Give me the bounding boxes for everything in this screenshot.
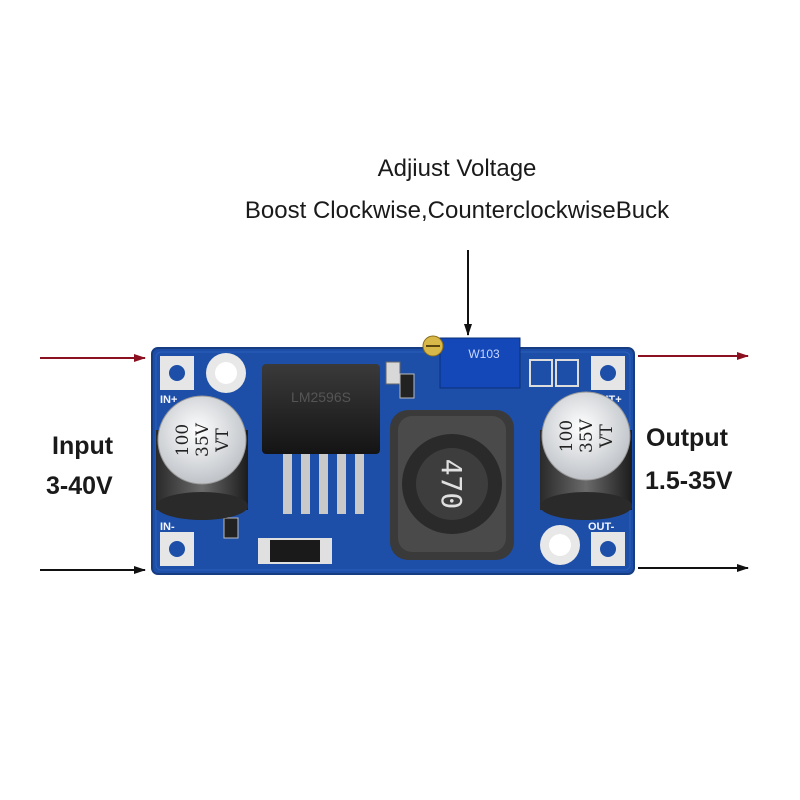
input-voltage-range: 3-40V (46, 472, 113, 500)
smd-component (555, 359, 579, 387)
cap-voltage: 35V (193, 422, 213, 457)
smd-component (529, 359, 553, 387)
adjust-voltage-title: Adjiust Voltage (377, 155, 537, 182)
cap-voltage: 35V (577, 418, 597, 453)
smd-component (385, 361, 401, 385)
cap-series: VT (597, 424, 617, 449)
adjust-direction-caption: Boost Clockwise,CounterclockwiseBuck (244, 197, 670, 224)
regulator-chip: LM2596S (262, 364, 380, 514)
smd-component (223, 517, 239, 539)
cap-value: 100 (173, 424, 193, 456)
mounting-hole (206, 353, 246, 393)
pot-marking: W103 (468, 347, 500, 361)
silk-out-minus: OUT- (588, 521, 615, 533)
pcb-board: IN+ IN- OUT+ OUT- LM2596S (151, 335, 635, 575)
mounting-hole (591, 356, 625, 390)
silk-in-minus: IN- (160, 521, 175, 533)
mounting-hole (591, 532, 625, 566)
mounting-hole (540, 525, 580, 565)
output-label: Output (646, 424, 728, 452)
input-capacitor: 100 35V VT (156, 395, 248, 520)
cap-series: VT (213, 428, 233, 453)
silk-in-plus: IN+ (160, 394, 177, 406)
input-label: Input (52, 432, 114, 460)
mounting-hole (160, 356, 194, 390)
cap-value: 100 (557, 420, 577, 452)
trim-potentiometer[interactable]: W103 (422, 335, 521, 389)
output-voltage-range: 1.5-35V (645, 467, 733, 495)
smd-component (399, 373, 415, 399)
inductor-marking: 470 (435, 459, 468, 510)
schottky-diode (258, 538, 332, 564)
inductor: 470 (390, 410, 514, 560)
output-capacitor: 100 35V VT (540, 391, 632, 520)
chip-marking: LM2596S (291, 389, 351, 405)
mounting-hole (160, 532, 194, 566)
